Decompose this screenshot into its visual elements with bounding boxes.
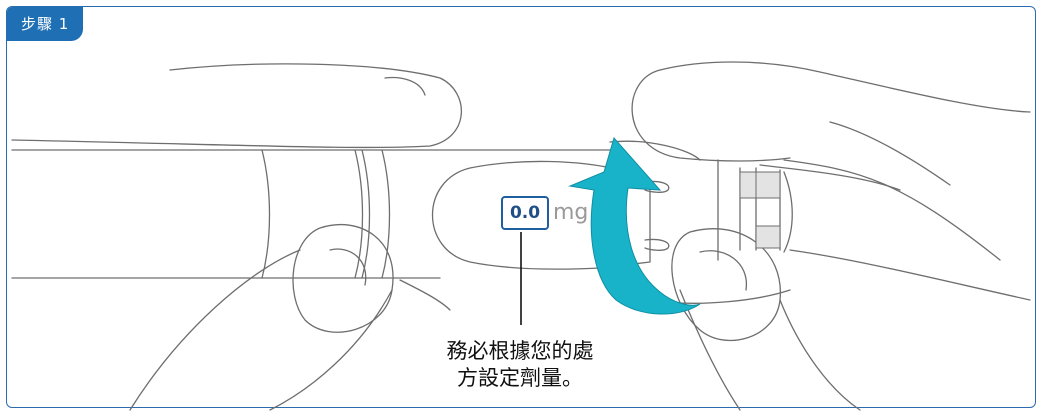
dose-window	[431, 160, 651, 270]
instruction-caption: 務必根據您的處 方設定劑量。	[400, 338, 640, 392]
instruction-line-1: 務必根據您的處	[446, 339, 594, 363]
rotate-arrow-icon	[568, 136, 701, 315]
right-fingers	[659, 61, 1031, 113]
dose-unit: mg	[553, 200, 589, 225]
left-thumb	[11, 63, 463, 149]
right-index-finger	[671, 228, 781, 342]
dose-display: 0.0	[501, 196, 549, 230]
step-label: 步驟 1	[7, 7, 84, 41]
left-index-finger	[292, 223, 394, 333]
instruction-line-2: 方設定劑量。	[457, 366, 583, 390]
